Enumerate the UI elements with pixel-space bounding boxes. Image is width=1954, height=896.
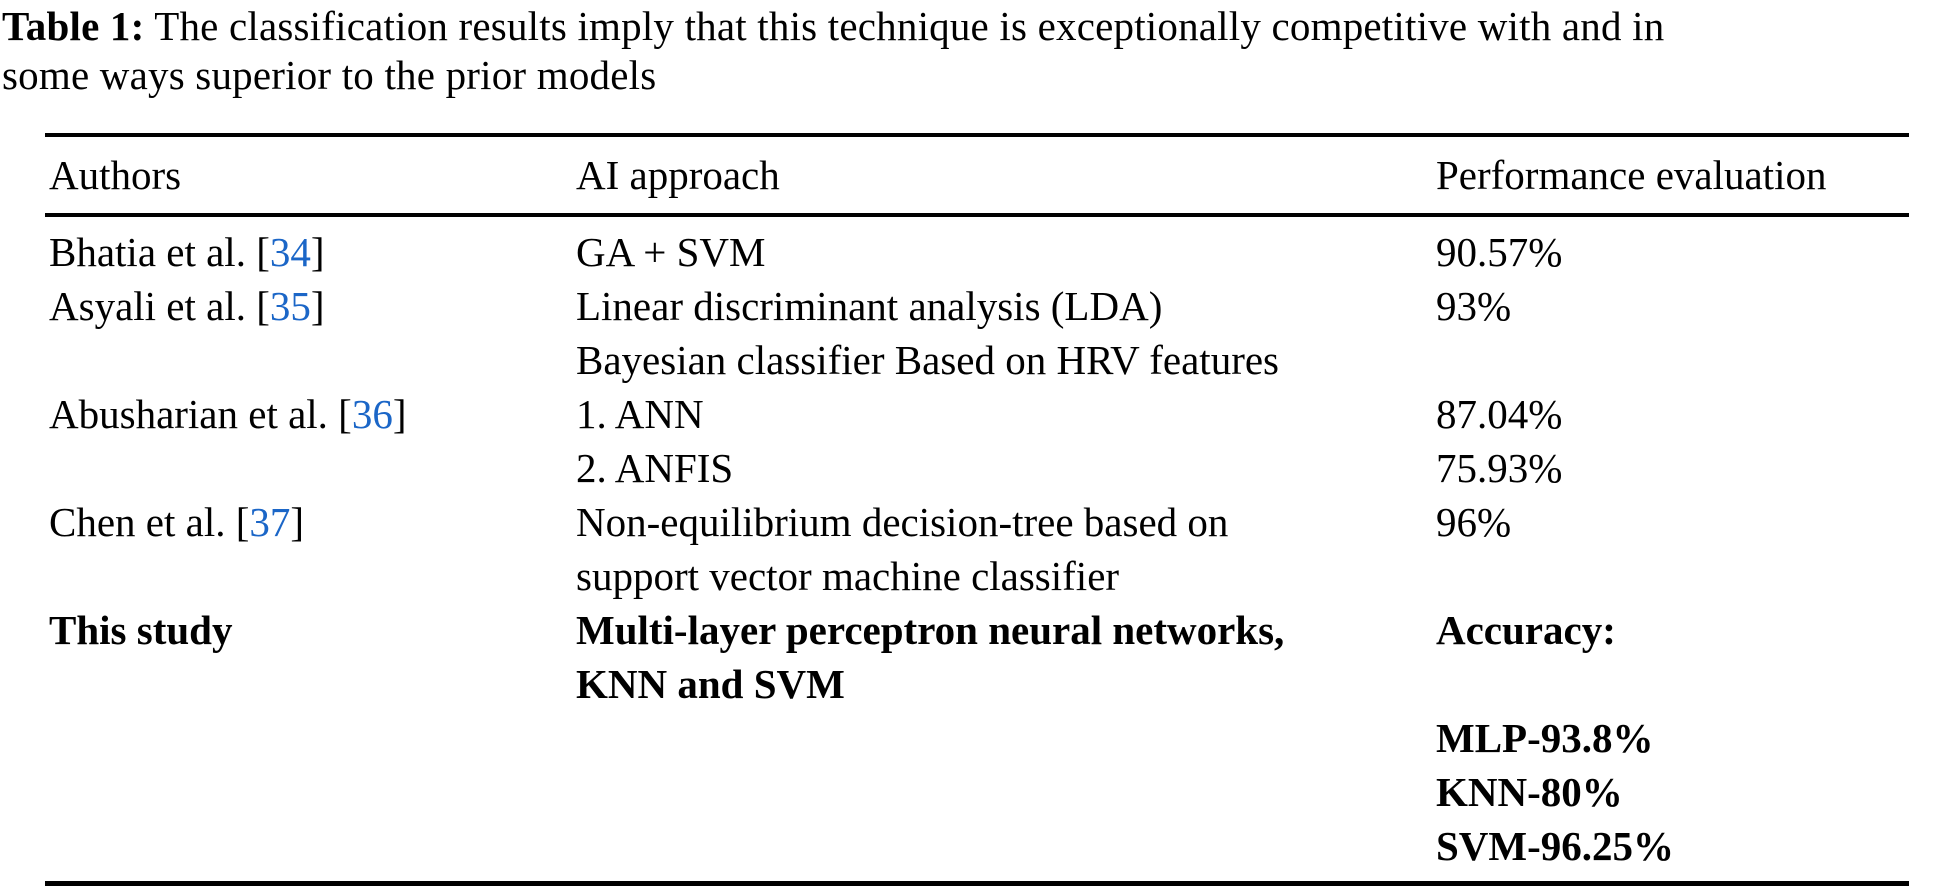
- column-header-performance: Performance evaluation: [1436, 152, 1827, 198]
- table-row: Abusharian et al. [36] 1. ANN 87.04%: [45, 387, 1909, 441]
- citation-link[interactable]: 36: [351, 391, 393, 437]
- author-cell: [45, 549, 576, 603]
- table-row: Bhatia et al. [34] GA + SVM 90.57%: [45, 225, 1909, 279]
- author-cell: [45, 765, 576, 819]
- table-row-this-study: This study Multi-layer perceptron neural…: [45, 603, 1909, 657]
- citation-link[interactable]: 34: [269, 229, 311, 275]
- caption-line-2: some ways superior to the prior models: [2, 51, 1954, 100]
- author-cell: Abusharian et al. [36]: [45, 387, 576, 441]
- performance-cell: 87.04%: [1436, 391, 1563, 437]
- caption-text-2: some ways superior to the prior models: [2, 52, 657, 98]
- author-cell: Asyali et al. [35]: [45, 279, 576, 333]
- citation-bracket: ]: [392, 391, 407, 437]
- citation-bracket: ]: [310, 283, 325, 329]
- performance-cell: 90.57%: [1436, 229, 1563, 275]
- author-cell: [45, 333, 576, 387]
- table-caption: Table 1: The classification results impl…: [2, 2, 1954, 100]
- performance-cell: [1436, 549, 1909, 603]
- performance-cell: 93%: [1436, 283, 1512, 329]
- approach-cell: Linear discriminant analysis (LDA): [576, 283, 1163, 329]
- table-rule-header: [45, 213, 1909, 217]
- performance-cell: 75.93%: [1436, 445, 1563, 491]
- table-rule-top: [45, 133, 1909, 137]
- table-row: support vector machine classifier: [45, 549, 1909, 603]
- column-header-authors: Authors: [49, 152, 182, 198]
- column-header-ai-approach: AI approach: [576, 152, 780, 198]
- author-cell: Chen et al. [37]: [45, 495, 576, 549]
- author-cell: [45, 819, 576, 873]
- approach-cell: [576, 819, 1436, 873]
- approach-cell: GA + SVM: [576, 229, 766, 275]
- table-row: Chen et al. [37] Non-equilibrium decisio…: [45, 495, 1909, 549]
- table-rule-bottom: [45, 881, 1909, 886]
- approach-cell: 2. ANFIS: [576, 445, 734, 491]
- approach-cell: 1. ANN: [576, 391, 704, 437]
- author-name: Asyali et al. [: [49, 283, 270, 329]
- table-body: Bhatia et al. [34] GA + SVM 90.57% Asyal…: [45, 217, 1909, 881]
- approach-cell: Multi-layer perceptron neural networks,: [576, 607, 1285, 653]
- table-row: Bayesian classifier Based on HRV feature…: [45, 333, 1909, 387]
- table-row: MLP-93.8%: [45, 711, 1909, 765]
- approach-cell: KNN and SVM: [576, 661, 845, 707]
- citation-link[interactable]: 37: [249, 499, 291, 545]
- approach-cell: Bayesian classifier Based on HRV feature…: [576, 337, 1280, 383]
- author-cell: This study: [49, 607, 233, 653]
- table-row: SVM-96.25%: [45, 819, 1909, 873]
- approach-cell: support vector machine classifier: [576, 553, 1120, 599]
- caption-text-1: The classification results imply that th…: [144, 3, 1665, 49]
- author-cell: Bhatia et al. [34]: [45, 225, 576, 279]
- citation-bracket: ]: [310, 229, 325, 275]
- author-name: Chen et al. [: [49, 499, 250, 545]
- citation-link[interactable]: 35: [269, 283, 311, 329]
- author-cell: [45, 441, 576, 495]
- comparison-table: Authors AI approach Performance evaluati…: [45, 133, 1909, 886]
- table-row: Asyali et al. [35] Linear discriminant a…: [45, 279, 1909, 333]
- performance-cell: MLP-93.8%: [1436, 715, 1654, 761]
- performance-cell: [1436, 657, 1909, 711]
- author-name: Bhatia et al. [: [49, 229, 270, 275]
- approach-cell: [576, 765, 1436, 819]
- table-header-row: Authors AI approach Performance evaluati…: [45, 137, 1909, 213]
- performance-cell: 96%: [1436, 499, 1512, 545]
- performance-cell: SVM-96.25%: [1436, 823, 1675, 869]
- table-row: KNN and SVM: [45, 657, 1909, 711]
- author-cell: [45, 711, 576, 765]
- performance-cell: Accuracy:: [1436, 607, 1616, 653]
- citation-bracket: ]: [290, 499, 305, 545]
- table-row: 2. ANFIS 75.93%: [45, 441, 1909, 495]
- author-cell: [45, 657, 576, 711]
- approach-cell: [576, 711, 1436, 765]
- caption-label: Table 1:: [2, 3, 145, 49]
- table-row: KNN-80%: [45, 765, 1909, 819]
- performance-cell: [1436, 333, 1909, 387]
- performance-cell: KNN-80%: [1436, 769, 1623, 815]
- approach-cell: Non-equilibrium decision-tree based on: [576, 499, 1229, 545]
- caption-line-1: Table 1: The classification results impl…: [2, 2, 1954, 51]
- author-name: Abusharian et al. [: [49, 391, 352, 437]
